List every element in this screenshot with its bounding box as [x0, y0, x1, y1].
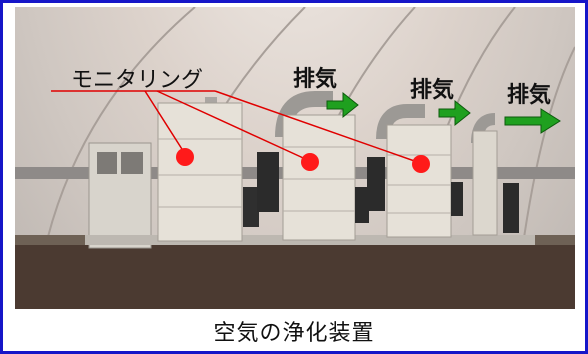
purifier-unit-1: [157, 97, 259, 242]
leader-line-1: [144, 90, 188, 158]
exhaust-label-2: 排気: [410, 78, 455, 103]
monitoring-point-1: [176, 148, 194, 166]
photo-illustration: [15, 7, 575, 309]
exhaust-label-3: 排気: [507, 83, 552, 108]
monitoring-point-2: [301, 153, 319, 171]
exhaust-label-1: 排気: [293, 67, 338, 92]
exhaust-arrow-3: [504, 108, 561, 134]
leader-line-3: [214, 90, 424, 165]
exhaust-arrow-2: [438, 99, 471, 127]
monitoring-label: モニタリング: [71, 68, 204, 93]
greenhouse-photo: モニタリング 排気 排気 排気: [15, 7, 575, 309]
leader-line-2: [156, 90, 313, 163]
monitoring-leader-lines: [51, 90, 424, 165]
soil: [15, 239, 575, 309]
purifier-unit-3: [367, 104, 463, 238]
figure-caption: 空気の浄化装置: [213, 321, 375, 346]
purifier-unit-4: [471, 113, 519, 236]
monitoring-point-3: [412, 155, 430, 173]
exhaust-arrow-1: [326, 91, 359, 119]
